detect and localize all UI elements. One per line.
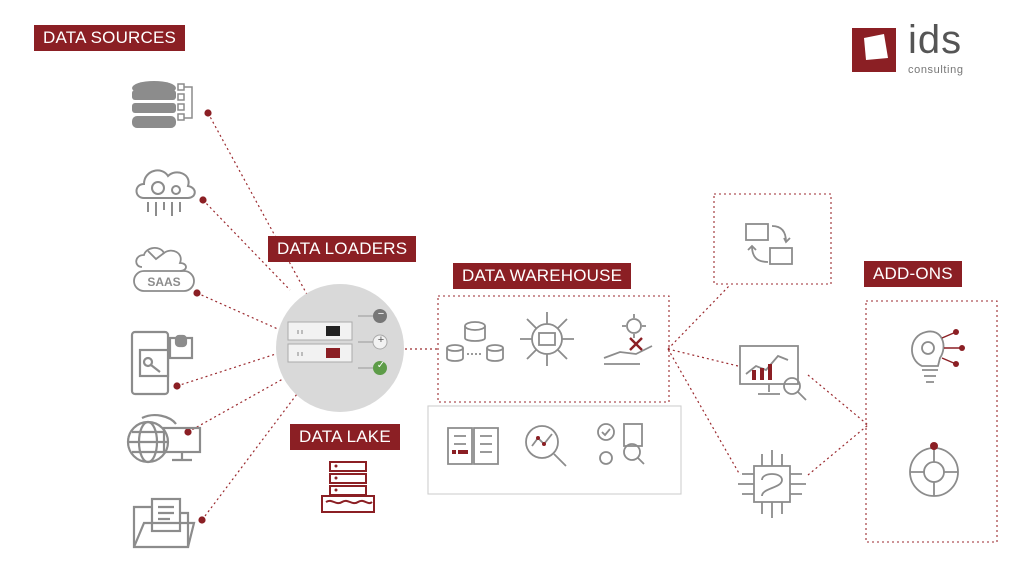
loader-plus-symbol: + <box>377 334 385 346</box>
innovation-bulb-icon <box>911 329 965 383</box>
warehouse-box <box>437 295 670 403</box>
database-network-icon <box>446 321 504 362</box>
data-lake-server-icon <box>321 461 375 513</box>
data-sources-label: DATA SOURCES <box>34 25 186 51</box>
integration-network-icon <box>909 442 959 497</box>
catalog-book-icon <box>447 427 499 465</box>
saas-cloud-icon: SAAS <box>133 247 195 292</box>
data-loaders-label: DATA LOADERS <box>268 236 417 262</box>
analytics-search-icon <box>525 425 567 467</box>
dashboard-report-icon <box>739 345 807 401</box>
file-sync-icon <box>745 223 793 265</box>
add-ons-label: ADD-ONS <box>864 261 962 287</box>
ai-chip-icon <box>738 450 806 518</box>
folder-documents-icon <box>132 497 196 549</box>
data-lake-label: DATA LAKE <box>290 424 400 450</box>
data-loaders-panel <box>276 284 404 412</box>
cloud-gear-icon <box>135 169 196 216</box>
ids-logo-mark <box>852 28 896 72</box>
database-icon <box>132 81 193 128</box>
lake-tools-box <box>427 405 682 495</box>
analytics-box <box>713 193 832 285</box>
web-monitor-icon <box>126 414 202 464</box>
data-warehouse-label: DATA WAREHOUSE <box>453 263 632 289</box>
processor-data-icon <box>520 312 574 366</box>
svg-text:SAAS: SAAS <box>147 275 180 289</box>
addons-box <box>865 300 998 543</box>
loader-minus-symbol: − <box>377 308 385 320</box>
managed-hand-icon <box>603 314 653 365</box>
loader-check-symbol: ✓ <box>376 360 386 371</box>
logo-tagline: consulting <box>908 64 964 76</box>
logo-name: ids <box>908 18 963 62</box>
data-quality-icon <box>597 423 645 465</box>
mobile-security-icon <box>130 330 194 396</box>
